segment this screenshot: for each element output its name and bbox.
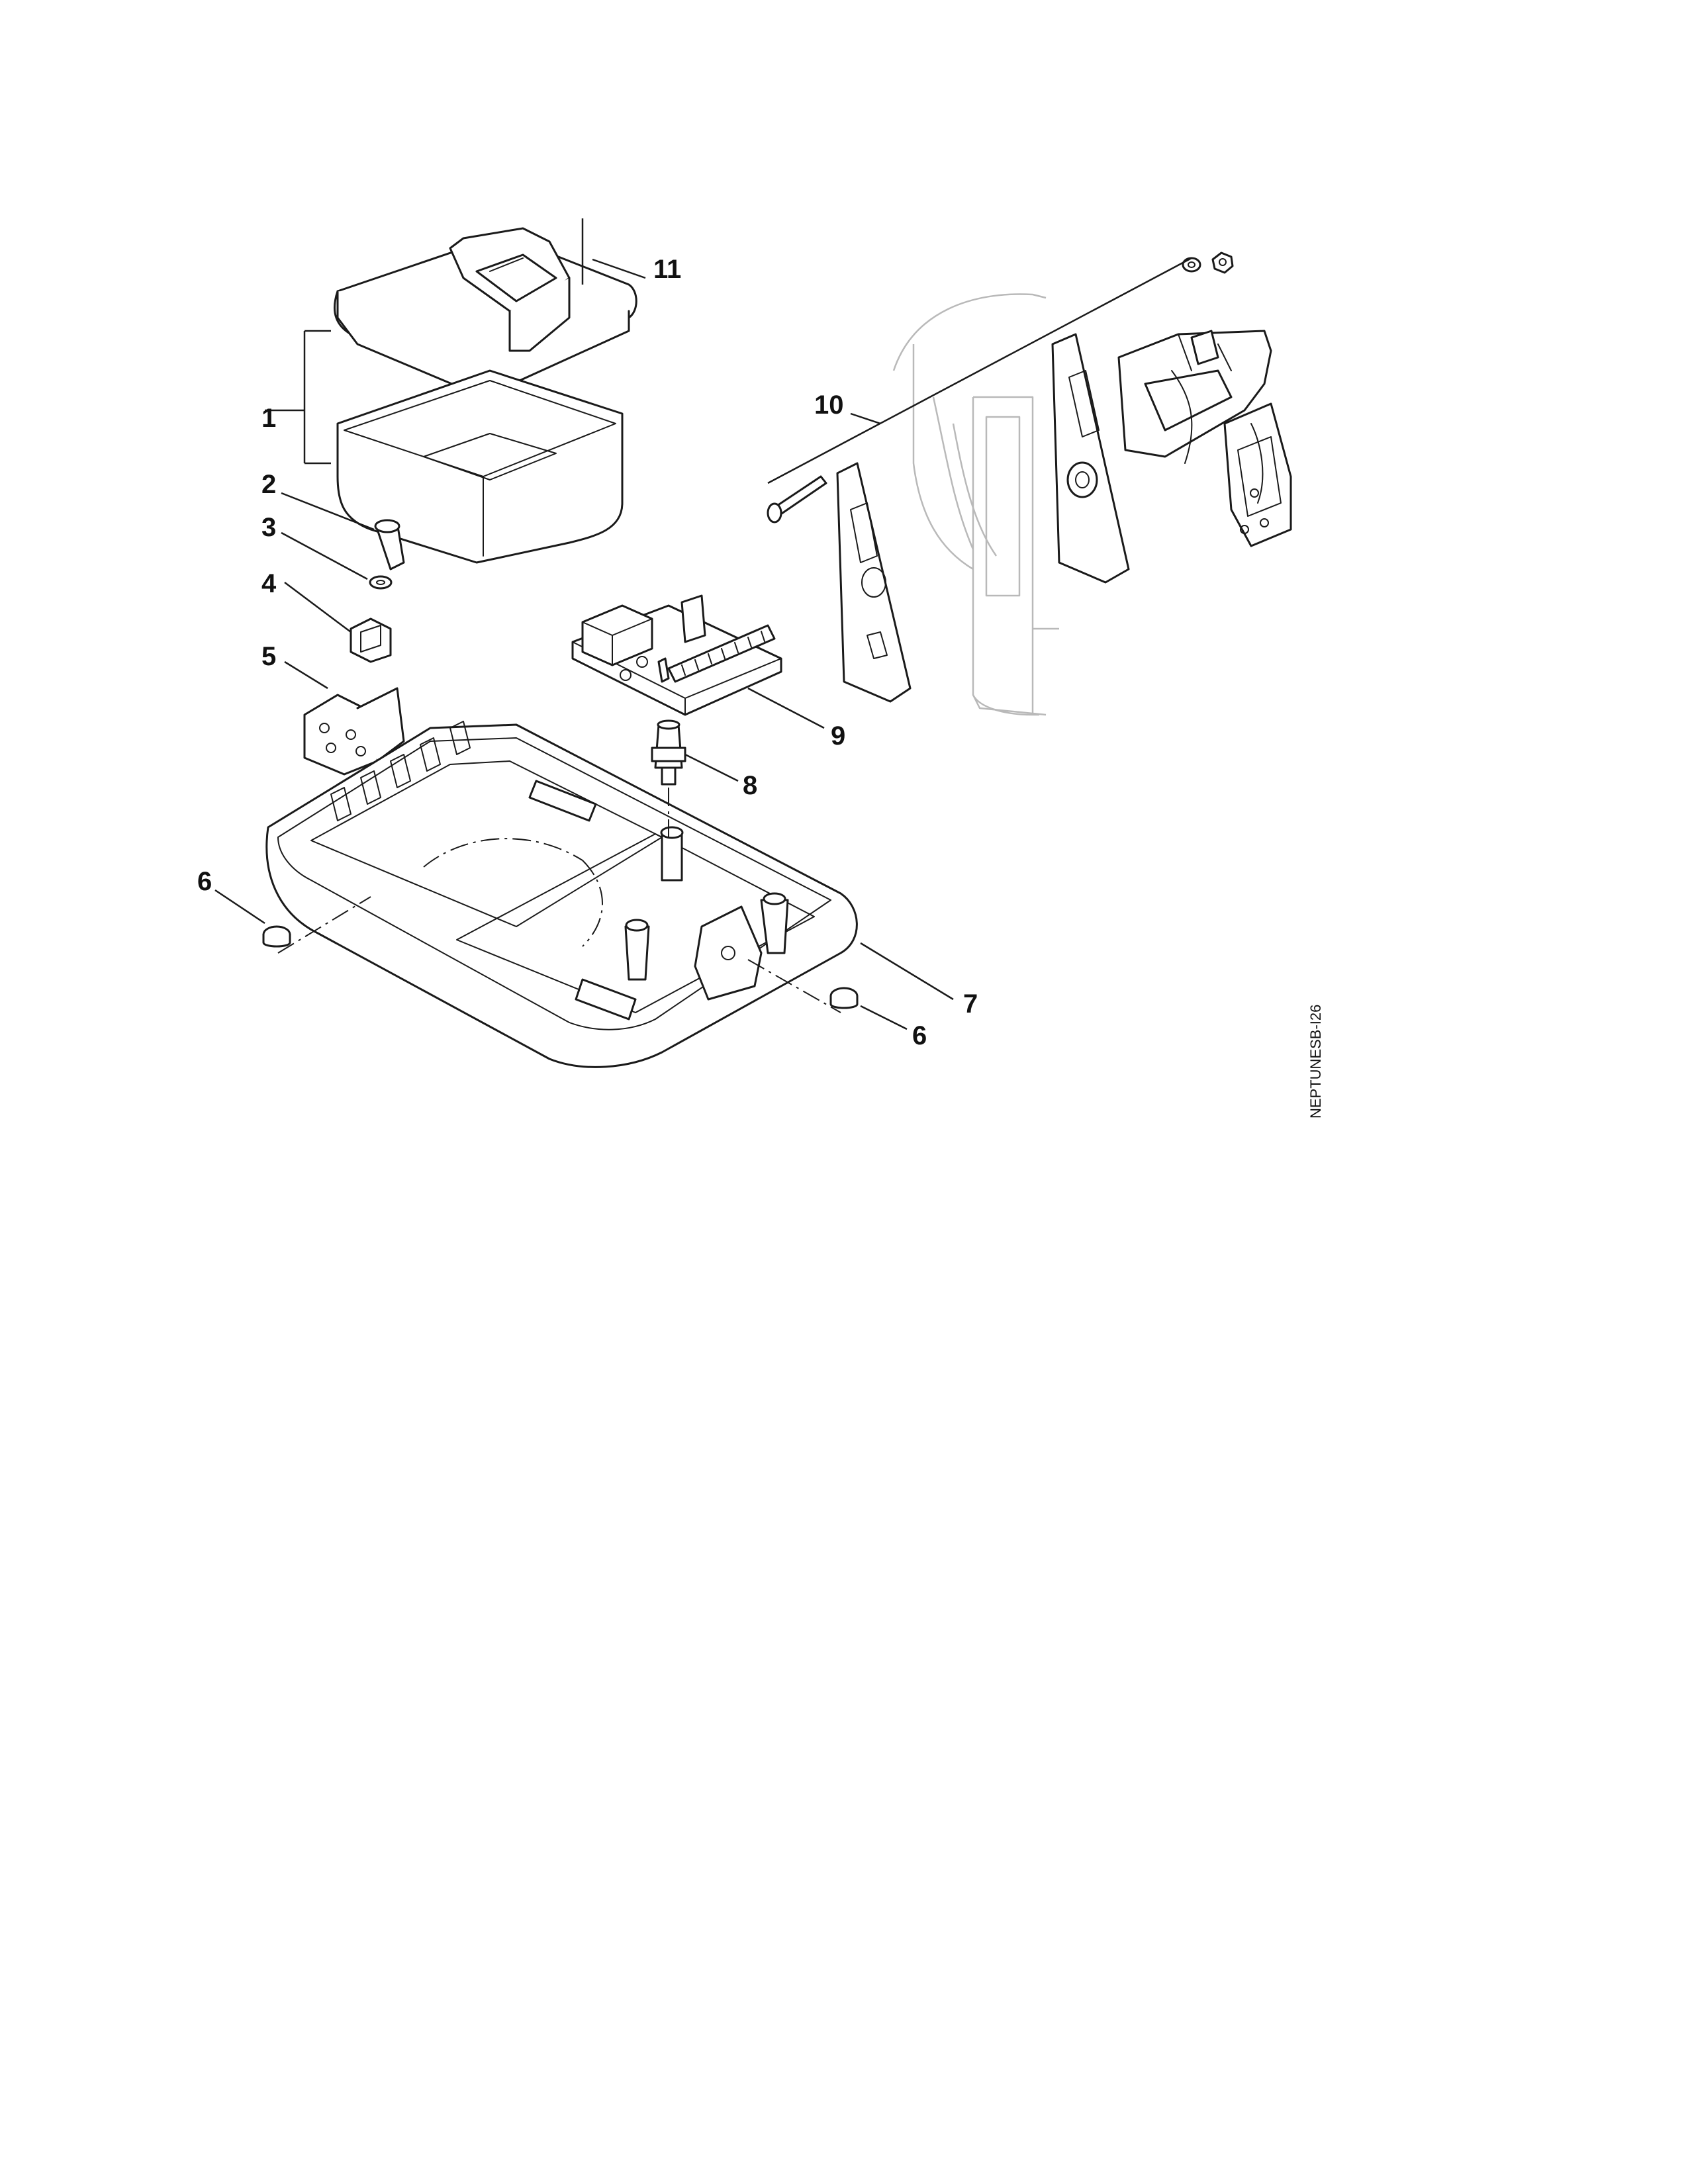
rubber-foot-right	[829, 987, 859, 1009]
callout-10: 10	[814, 390, 844, 420]
callout-9: 9	[831, 721, 845, 751]
callout-3: 3	[261, 513, 276, 542]
foot-centerline-right	[747, 959, 841, 1013]
leader-lines	[214, 218, 954, 1030]
coin-mechanism-part-10	[836, 330, 1292, 703]
coin-box-tray	[336, 369, 624, 564]
callout-4: 4	[261, 569, 277, 598]
callout-8: 8	[743, 771, 757, 800]
callout-1-bracket	[265, 330, 331, 465]
callout-11: 11	[653, 255, 681, 284]
callout-7: 7	[963, 989, 978, 1019]
callout-1: 1	[261, 404, 276, 433]
callout-5: 5	[261, 642, 276, 671]
standoff-part-8	[651, 719, 686, 786]
rubber-foot-left	[262, 925, 291, 948]
callout-2: 2	[261, 470, 276, 499]
callout-6-left: 6	[197, 867, 212, 896]
circuit-board-part-9	[571, 594, 782, 716]
drawing-id: NEPTUNESB-I26	[1307, 1005, 1324, 1118]
coin-box-lid	[333, 227, 637, 398]
clip-part-4	[350, 617, 392, 663]
machine-outline-ghost	[892, 293, 1059, 716]
mech-alignment-line	[767, 257, 1192, 484]
callout-6-right: 6	[912, 1021, 927, 1050]
mech-screw	[767, 475, 827, 523]
mech-nut	[1211, 251, 1234, 274]
screw-part-2	[374, 519, 405, 570]
washer-part-3	[369, 575, 393, 590]
foot-centerline-left	[277, 896, 371, 954]
mech-washer	[1182, 257, 1201, 273]
base-housing-part-7	[265, 721, 858, 1068]
